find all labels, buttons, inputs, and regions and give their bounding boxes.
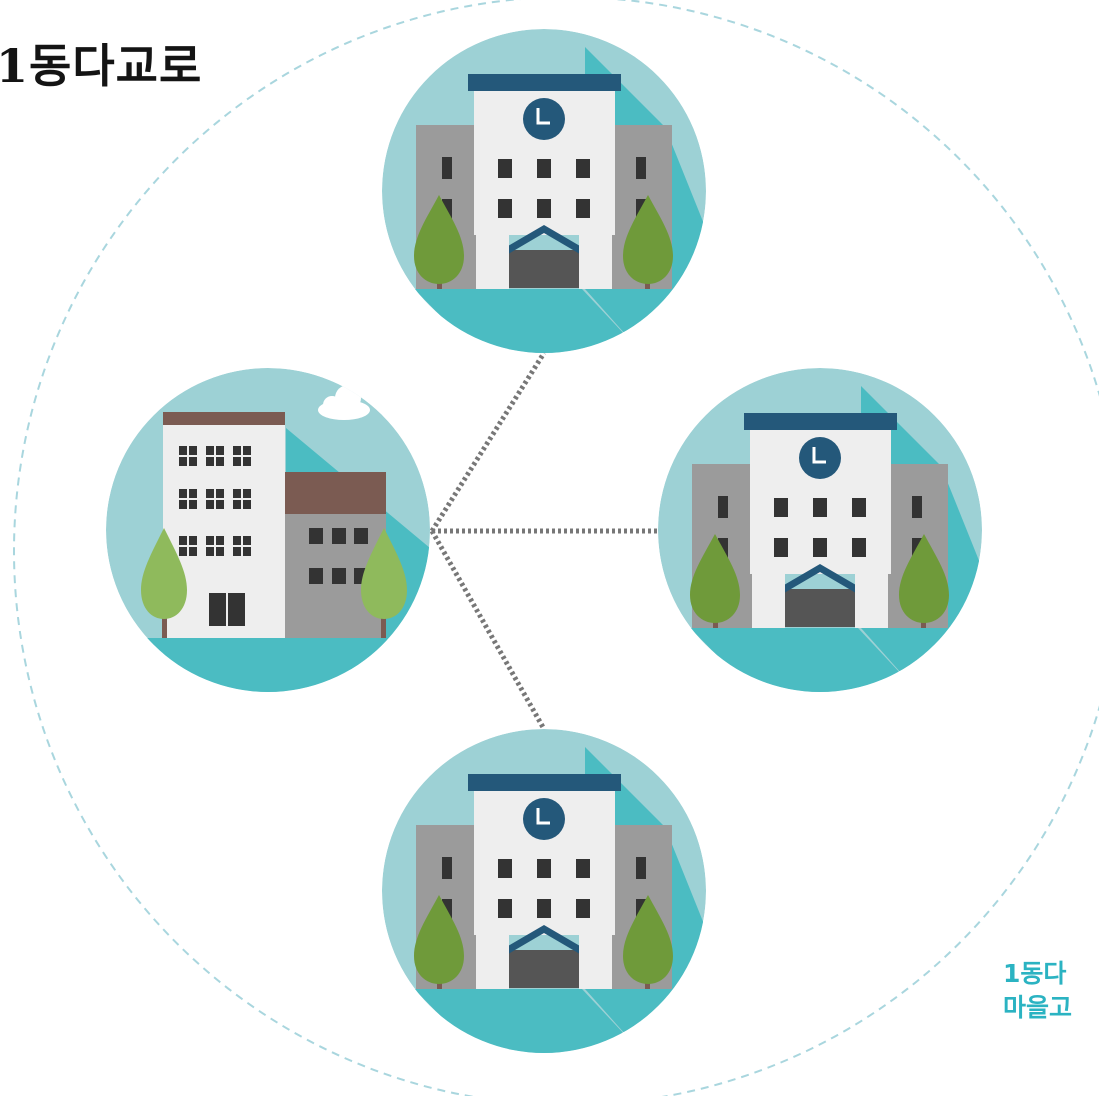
outer-dashed-ring xyxy=(13,0,1099,1096)
connector-bottom xyxy=(429,529,547,731)
node-apartment-left xyxy=(106,368,430,692)
caption-line-1: 1동다 xyxy=(1003,959,1067,988)
connector-top xyxy=(429,351,547,533)
caption: 1동다 마을고 xyxy=(1003,957,1072,1025)
diagram-title: 1동다교로 xyxy=(0,39,203,93)
caption-line-2: 마을고 xyxy=(1003,993,1073,1022)
node-school-bottom xyxy=(382,729,706,1053)
node-school-right xyxy=(658,368,982,692)
node-school-top xyxy=(382,29,706,353)
connectors xyxy=(429,351,660,731)
